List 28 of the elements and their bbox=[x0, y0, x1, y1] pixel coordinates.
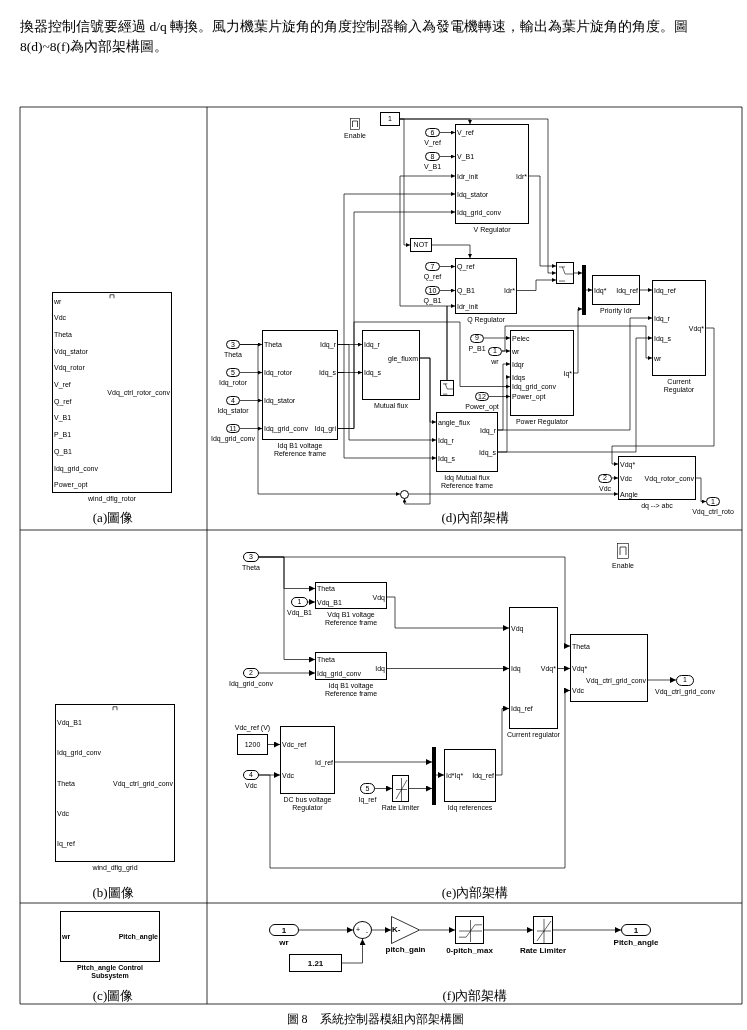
subsystem-block bbox=[570, 634, 648, 702]
switch-block bbox=[440, 380, 454, 396]
paragraph: 換器控制信號要經過 d/q 轉換。風力機葉片旋角的角度控制器輸入為發電機轉速，輸出為葉片旋角的角度。圖 8(d)~8(f)為內部架構圖。 bbox=[20, 18, 689, 56]
block-name: wr bbox=[279, 938, 289, 948]
caption: 圖 8 系統控制器模組內部架構圖 bbox=[286, 1011, 464, 1028]
block-name: Pitch_angle bbox=[613, 938, 659, 948]
gain-label: K- bbox=[392, 925, 401, 935]
constant-value: 1.21 bbox=[306, 958, 325, 968]
caption: (e)內部架構 bbox=[441, 884, 509, 902]
switch-block bbox=[556, 262, 574, 284]
caption: (c)圖像 bbox=[92, 987, 134, 1005]
block-name: pitch_gain bbox=[385, 945, 426, 955]
port-number: 1 bbox=[280, 925, 288, 935]
signal-line bbox=[611, 476, 619, 480]
block-name: 0-pitch_max bbox=[446, 946, 493, 956]
caption: (a)圖像 bbox=[92, 509, 134, 527]
caption: (d)內部架構 bbox=[441, 509, 509, 527]
signal-line bbox=[307, 599, 316, 605]
mux-bar bbox=[582, 265, 586, 315]
constant-block bbox=[380, 112, 400, 126]
signal-line bbox=[585, 288, 593, 292]
caption: (b)圖像 bbox=[92, 884, 134, 902]
block-name: Rate Limiter bbox=[519, 946, 567, 956]
constant-block bbox=[289, 954, 342, 972]
mux-bar bbox=[432, 747, 436, 805]
caption: (f)內部架構 bbox=[442, 987, 508, 1005]
signal-line bbox=[435, 772, 445, 778]
port-number: 1 bbox=[632, 925, 640, 935]
